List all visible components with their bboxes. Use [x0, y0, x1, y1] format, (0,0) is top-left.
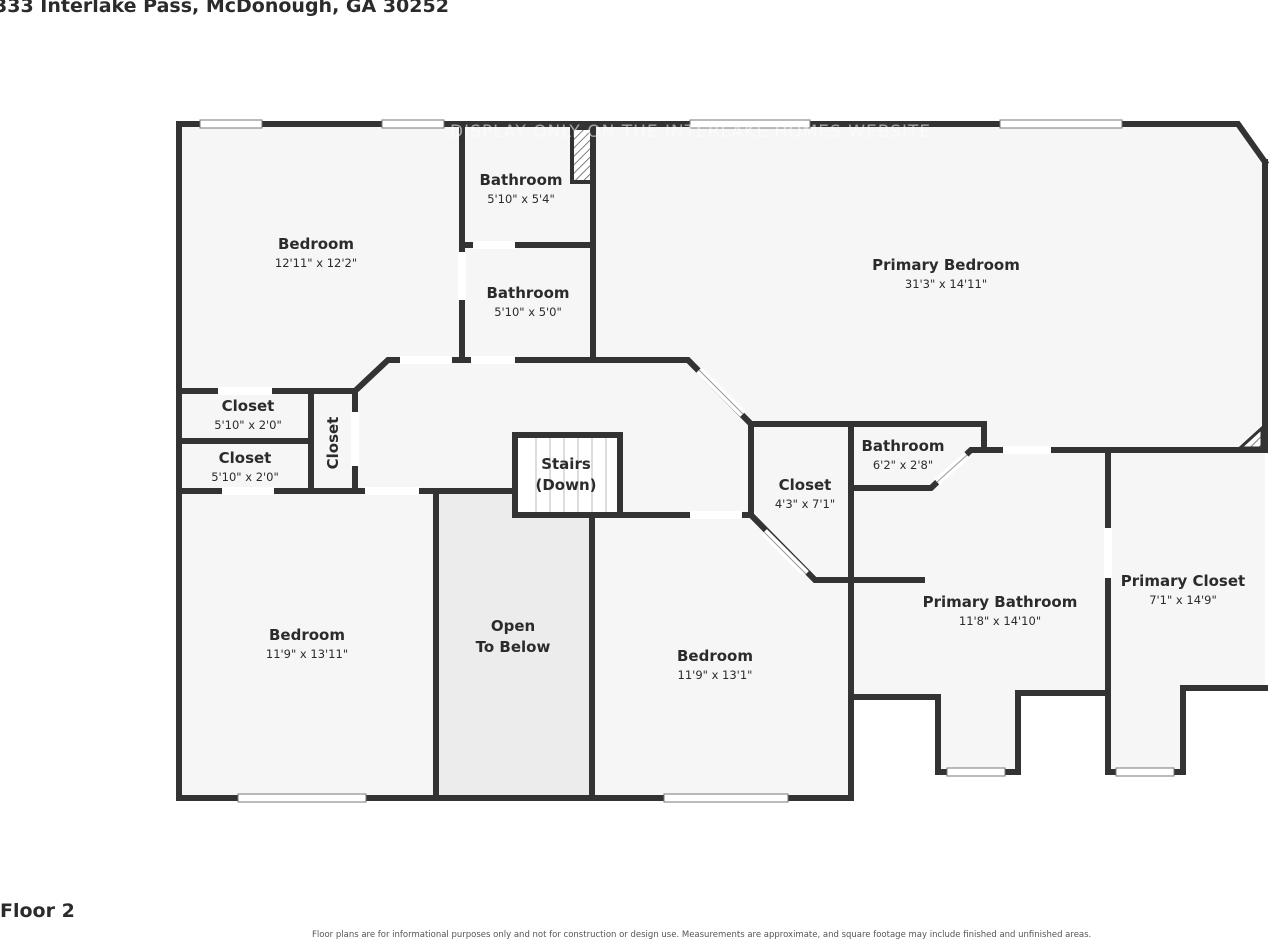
room-open-to-below: Open To Below	[476, 617, 551, 656]
room-name: Primary Closet	[1121, 572, 1245, 590]
room-name: Bedroom	[278, 235, 354, 253]
window	[946, 767, 1006, 777]
stairs-direction: (Down)	[535, 476, 596, 494]
room-bedroom-sw: Bedroom 11'9" x 13'11"	[266, 626, 348, 661]
room-size: 11'9" x 13'11"	[266, 647, 348, 661]
room-bathroom-small: Bathroom 6'2" x 2'8"	[861, 437, 944, 472]
windows	[199, 119, 1175, 803]
open-label-line1: Open	[491, 617, 535, 635]
room-closet-center: Closet 4'3" x 7'1"	[775, 476, 835, 511]
room-primary-closet: Primary Closet 7'1" x 14'9"	[1121, 572, 1245, 607]
room-bedroom-nw: Bedroom 12'11" x 12'2"	[275, 235, 357, 270]
room-closet-1: Closet 5'10" x 2'0"	[214, 397, 282, 432]
room-name: Closet	[219, 449, 272, 467]
room-size: 11'8" x 14'10"	[959, 614, 1041, 628]
room-size: 5'10" x 2'0"	[214, 418, 282, 432]
window	[381, 119, 445, 129]
room-closet-vertical: Closet	[324, 417, 342, 470]
room-stairs: Stairs (Down)	[535, 455, 596, 494]
room-name: Bathroom	[861, 437, 944, 455]
stair-treads	[535, 436, 607, 512]
door-frame-lines	[698, 369, 968, 575]
room-name: Closet	[222, 397, 275, 415]
window	[999, 119, 1123, 129]
room-bathroom-mid: Bathroom 5'10" x 5'0"	[486, 284, 569, 319]
room-bedroom-s: Bedroom 11'9" x 13'1"	[677, 647, 753, 682]
room-closet-2: Closet 5'10" x 2'0"	[211, 449, 279, 484]
room-primary-bathroom: Primary Bathroom 11'8" x 14'10"	[923, 593, 1078, 628]
room-name: Closet	[324, 417, 342, 470]
open-to-below-area	[438, 494, 590, 796]
room-size: 7'1" x 14'9"	[1149, 593, 1217, 607]
room-name: Bedroom	[269, 626, 345, 644]
room-primary-bedroom: Primary Bedroom 31'3" x 14'11"	[872, 256, 1020, 291]
watermark-text: DISPLAY ONLY ON THE INTERLAKE HOMES WEBS…	[450, 122, 931, 142]
window	[663, 793, 789, 803]
room-size: 5'10" x 2'0"	[211, 470, 279, 484]
room-size: 4'3" x 7'1"	[775, 497, 835, 511]
room-size: 5'10" x 5'0"	[494, 305, 562, 319]
stairs-label: Stairs	[541, 455, 591, 473]
window	[689, 119, 811, 129]
room-size: 11'9" x 13'1"	[678, 668, 753, 682]
stairs-area	[516, 435, 620, 513]
room-size: 5'10" x 5'4"	[487, 192, 555, 206]
room-name: Primary Bedroom	[872, 256, 1020, 274]
room-name: Primary Bathroom	[923, 593, 1078, 611]
property-address: 333 Interlake Pass, McDonough, GA 30252	[0, 0, 449, 17]
room-size: 12'11" x 12'2"	[275, 256, 357, 270]
room-size: 31'3" x 14'11"	[905, 277, 987, 291]
room-bathroom-top: Bathroom 5'10" x 5'4"	[479, 171, 562, 206]
open-label-line2: To Below	[476, 638, 551, 656]
floor-fills	[179, 124, 1265, 798]
window	[237, 793, 367, 803]
window	[199, 119, 263, 129]
room-name: Bedroom	[677, 647, 753, 665]
floor-label: Floor 2	[0, 900, 75, 922]
disclaimer-text: Floor plans are for informational purpos…	[312, 930, 1092, 940]
corner-shelf	[1236, 424, 1264, 450]
room-name: Closet	[779, 476, 832, 494]
window	[1115, 767, 1175, 777]
room-name: Bathroom	[479, 171, 562, 189]
room-name: Bathroom	[486, 284, 569, 302]
room-size: 6'2" x 2'8"	[873, 458, 933, 472]
chimney-block	[570, 126, 594, 184]
